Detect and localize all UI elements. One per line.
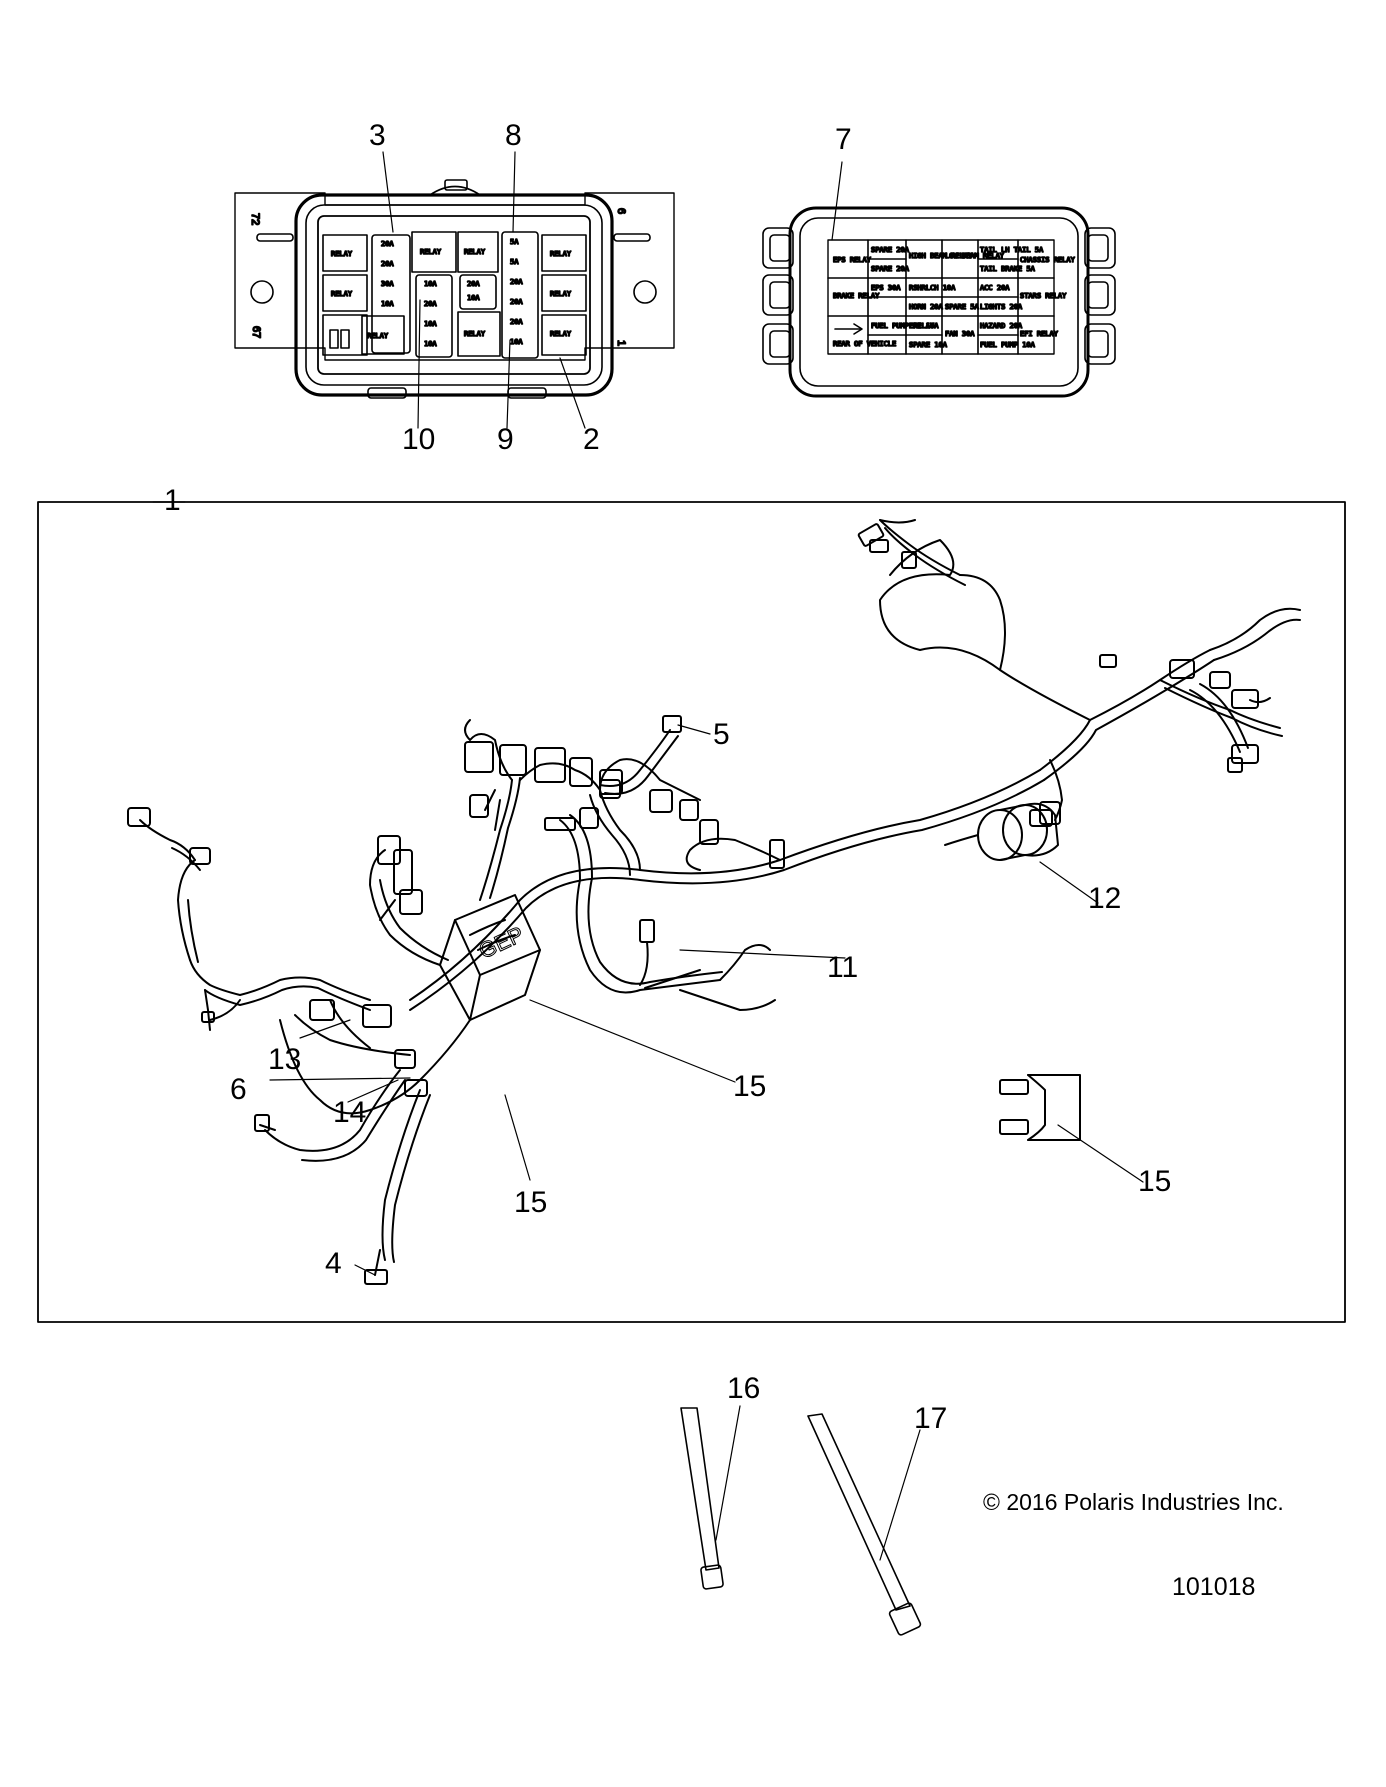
cover-label: SPARE 20A (871, 265, 910, 273)
fuse-rating: 10A (424, 340, 437, 348)
callout-6: 6 (230, 1073, 247, 1106)
cover-label: EPS RELAY (833, 256, 872, 264)
callout-17: 17 (914, 1402, 948, 1435)
relay-label: RELAY (550, 250, 572, 258)
copyright-notice: © 2016 Polaris Industries Inc. (983, 1489, 1284, 1515)
cover-label: BRAKE RELAY (833, 292, 880, 300)
cover-label: HIGH BEAM RELAY (909, 252, 973, 260)
relay-label: RELAY (331, 250, 353, 258)
relay-label: RELAY (464, 248, 486, 256)
cover-label: SPARE 20A (871, 246, 910, 254)
callout-1: 1 (164, 484, 181, 517)
fuse-rating: 20A (381, 260, 394, 268)
fuse-rating: 5A (510, 238, 519, 246)
relay-label: RELAY (367, 332, 389, 340)
cover-label: EFI RELAY (1020, 330, 1059, 338)
fuse-box-illustration: RELAY RELAY RELAY RELAY RELAY RELAY RELA… (234, 151, 675, 429)
cover-label: SPARE 5A (945, 303, 980, 311)
fuse-rating: 5A (510, 258, 519, 266)
callout-4: 4 (325, 1247, 342, 1280)
fuse-rating: 20A (424, 300, 437, 308)
fuse-rating: 10A (467, 294, 480, 302)
fuse-rating: 10A (381, 300, 394, 308)
cover-label: FAN 30A (945, 330, 975, 338)
cover-label: TAIL BRAKE 5A (980, 265, 1036, 273)
wire-harness-illustration: GEP (127, 519, 1301, 1285)
cover-label: HAZARD 20A (980, 322, 1023, 330)
callout-15-lower: 15 (514, 1186, 548, 1219)
cover-label: REAR OF VEHICLE (833, 340, 896, 348)
cable-ties-illustration (680, 1405, 922, 1636)
cover-label: FUEL PUMP 10A (980, 341, 1036, 349)
cover-label: HORN 20A (909, 303, 944, 311)
fuse-box-cover-illustration: EPS RELAY SPARE 20A HIGH BEAM RELAY LOW … (762, 161, 1116, 398)
harness-frame (37, 501, 1346, 1323)
callout-9: 9 (497, 423, 514, 456)
cover-label: RSHRLCH 10A (909, 284, 956, 292)
callout-12: 12 (1088, 882, 1122, 915)
relay-label: RELAY (331, 290, 353, 298)
callout-11: 11 (827, 951, 859, 984)
cover-label: FUEL PUMP RELAY (871, 322, 935, 330)
callout-2: 2 (583, 423, 600, 456)
callout-3: 3 (369, 119, 386, 152)
fuse-rating: 30A (381, 280, 394, 288)
callout-7: 7 (835, 123, 852, 156)
fuse-rating: 20A (510, 298, 523, 306)
relay-label: RELAY (464, 330, 486, 338)
pin-number-72: 72 (249, 213, 261, 225)
pin-number-1: 1 (615, 340, 627, 346)
cover-label: ACC 20A (980, 284, 1010, 292)
fuse-rating: 20A (381, 240, 394, 248)
cover-label: TAIL LH TAIL 5A (980, 246, 1044, 254)
fuse-rating: 20A (510, 318, 523, 326)
cover-label: LIGHTS 20A (980, 303, 1023, 311)
callout-10: 10 (402, 423, 436, 456)
pin-number-67: 67 (250, 326, 262, 338)
callout-14: 14 (333, 1096, 367, 1129)
cover-label: EPS 30A (871, 284, 901, 292)
relay-label: RELAY (550, 330, 572, 338)
cover-label: CHASSIS RELAY (1020, 256, 1076, 264)
callout-15-center: 15 (733, 1070, 767, 1103)
fuse-rating: 10A (424, 280, 437, 288)
fuse-rating: 20A (510, 278, 523, 286)
callout-8: 8 (505, 119, 522, 152)
pin-number-6: 6 (615, 208, 627, 214)
cover-label: LOW BEAM RELAY (945, 252, 1005, 260)
fuse-rating: 10A (510, 338, 523, 346)
fuse-rating: 20A (467, 280, 480, 288)
relay-label: RELAY (550, 290, 572, 298)
svg-text:GEP: GEP (475, 921, 528, 963)
document-number: 101018 (1172, 1573, 1256, 1601)
callout-16: 16 (727, 1372, 761, 1405)
cover-label: EFI 10A (909, 322, 939, 330)
fuse-rating: 10A (424, 320, 437, 328)
cover-label: SPARE 10A (909, 341, 948, 349)
cover-label: STARS RELAY (1020, 292, 1067, 300)
callout-5: 5 (713, 718, 730, 751)
callout-13: 13 (268, 1043, 302, 1076)
callout-15-right: 15 (1138, 1165, 1172, 1198)
relay-label: RELAY (420, 248, 442, 256)
